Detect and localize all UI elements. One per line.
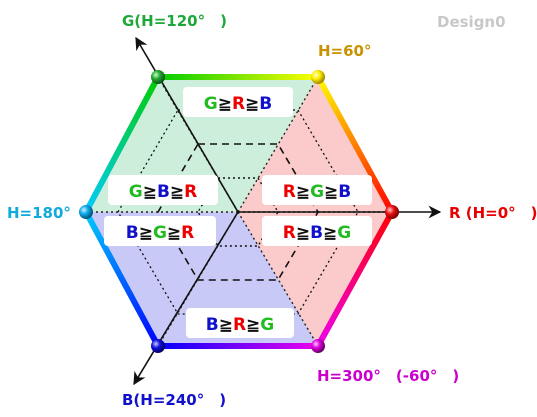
region-label-glyph: R	[184, 182, 197, 202]
region-label-glyph: R	[181, 223, 194, 243]
region-label-upper-right: R≧G≧B	[283, 182, 352, 202]
vertex-dot-yellow	[311, 70, 325, 84]
region-label-glyph: ≧	[324, 182, 338, 202]
label-blue-axis: B(H=240° )	[122, 391, 226, 409]
region-label-glyph: R	[232, 94, 245, 114]
region-label-glyph: ≧	[246, 315, 260, 335]
region-label-glyph: B	[310, 223, 323, 243]
vertex-dot-red	[385, 205, 399, 219]
region-box-upper-left: G≧B≧R	[108, 175, 218, 205]
region-label-bottom: B≧R≧G	[206, 315, 275, 335]
region-label-glyph: B	[259, 94, 272, 114]
innermost-dotted-hexagon	[197, 177, 279, 247]
region-label-glyph: ≧	[143, 182, 157, 202]
hexagon-outline	[83, 74, 395, 349]
region-label-glyph: ≧	[219, 315, 233, 335]
region-label-glyph: R	[283, 182, 296, 202]
region-label-glyph: ≧	[296, 223, 310, 243]
region-label-glyph: ≧	[170, 182, 184, 202]
axis-g-arrow	[135, 36, 239, 213]
region-label-glyph: R	[233, 315, 246, 335]
region-label-glyph: ≧	[218, 94, 232, 114]
region-label-glyph: B	[126, 223, 139, 243]
label-yellow-vertex: H=60°	[318, 42, 372, 60]
watermark-text: Design0	[437, 13, 506, 31]
axis-b-arrow	[133, 211, 239, 386]
region-label-lower-left: B≧G≧R	[126, 223, 195, 243]
mid-dotted-hexagon	[117, 109, 359, 315]
region-label-glyph: ≧	[139, 223, 153, 243]
region-label-glyph: ≧	[296, 182, 310, 202]
vertex-dot-cyan	[79, 205, 93, 219]
region-label-glyph: B	[206, 315, 219, 335]
region-label-glyph: G	[204, 94, 218, 114]
label-green-vertex: G(H=120° )	[122, 12, 227, 30]
region-label-glyph: ≧	[245, 94, 259, 114]
vertex-dot-green	[151, 70, 165, 84]
region-label-top: G≧R≧B	[204, 94, 273, 114]
region-box-lower-left: B≧G≧R	[104, 216, 216, 246]
region-label-glyph: G	[260, 315, 274, 335]
region-label-glyph: ≧	[167, 223, 181, 243]
region-label-glyph: G	[153, 223, 167, 243]
region-label-glyph: G	[337, 223, 351, 243]
region-label-glyph: R	[283, 223, 296, 243]
region-label-lower-right: R≧B≧G	[283, 223, 352, 243]
region-label-upper-left: G≧B≧R	[129, 182, 198, 202]
region-label-glyph: G	[310, 182, 324, 202]
region-label-glyph: ≧	[323, 223, 337, 243]
region-box-upper-right: R≧G≧B	[262, 175, 372, 205]
region-label-glyph: G	[129, 182, 143, 202]
label-red-axis: R (H=0° )	[449, 204, 537, 222]
region-box-bottom: B≧R≧G	[186, 308, 294, 338]
inner-dashed-hexagon	[157, 143, 319, 281]
vertex-dot-blue	[151, 339, 165, 353]
region-box-lower-right: R≧B≧G	[262, 216, 372, 246]
region-label-glyph: B	[338, 182, 351, 202]
label-magenta-vertex: H=300° (-60° )	[317, 367, 459, 385]
vertex-dot-magenta	[311, 339, 325, 353]
label-cyan-vertex: H=180°	[7, 204, 71, 222]
region-box-top: G≧R≧B	[183, 87, 293, 117]
region-label-glyph: B	[157, 182, 170, 202]
